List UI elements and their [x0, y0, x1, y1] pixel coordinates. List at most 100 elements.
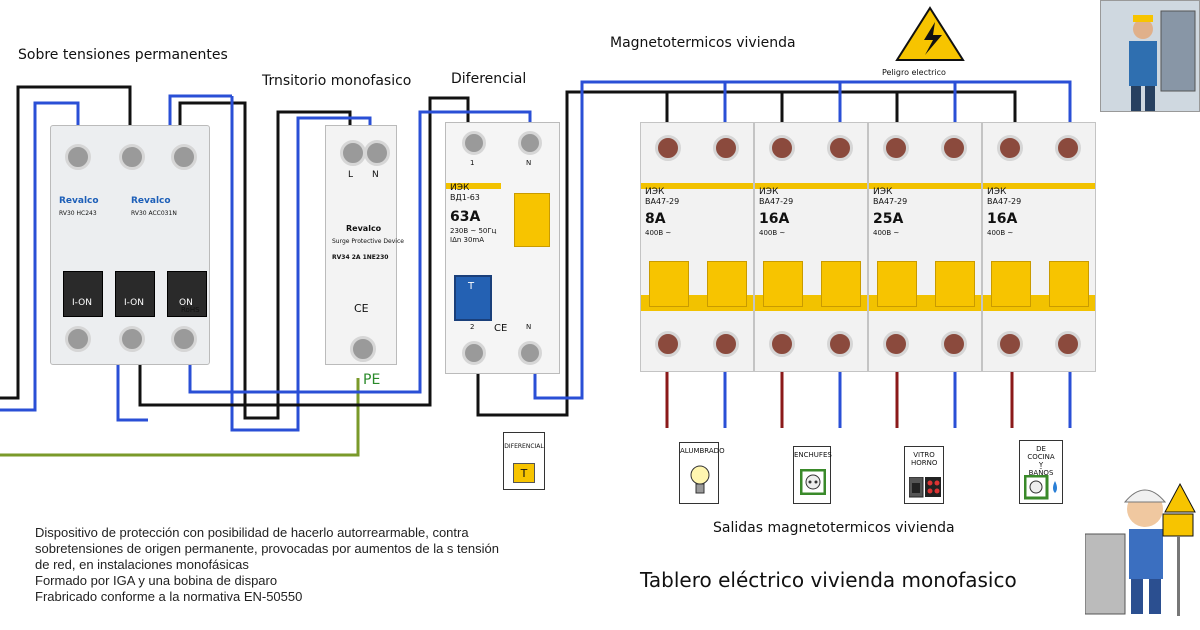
mcb-1-volt: 400В ~: [645, 229, 672, 237]
output-alumbrado: ALUMBRADO: [679, 442, 725, 504]
feed-phase-wire: [0, 85, 132, 400]
terminal: [518, 341, 542, 365]
note-line-2: sobretensiones de origen permanente, pro…: [35, 541, 499, 556]
terminal: [171, 326, 197, 352]
rcd-model: ВД1-63: [450, 193, 480, 202]
breaker-brand-2: Revalco: [131, 196, 171, 206]
note-line-3: de red, en instalaciones monofásicas: [35, 557, 249, 572]
socket-water-icon: [1024, 475, 1057, 500]
rcd-brand: ИЭК: [450, 183, 470, 193]
mcb-1-brand: ИЭК: [645, 187, 665, 197]
diagram-title: Tablero eléctrico vivienda monofasico: [640, 568, 1017, 592]
label-sobre-tensiones: Sobre tensiones permanentes: [18, 47, 228, 63]
terminal: [65, 326, 91, 352]
note-line-5: Frabricado conforme a la normativa EN-50…: [35, 589, 303, 604]
mcb-1-model: ВА47-29: [645, 197, 680, 206]
mcb-4-rating: 16A: [987, 211, 1018, 227]
mcb-2-brand: ИЭК: [759, 187, 779, 197]
terminal: [171, 144, 197, 170]
label-magnetotermicos: Magnetotermicos vivienda: [610, 35, 796, 51]
electrician-picture: [1100, 0, 1200, 112]
mcb-2-model: ВА47-29: [759, 197, 794, 206]
mcb-3-lever-b[interactable]: [935, 261, 975, 307]
breaker-brand-1: Revalco: [59, 196, 99, 206]
mcb-4-brand: ИЭК: [987, 187, 1007, 197]
diferencial-symbol-box: DIFERENCIAL T: [503, 432, 545, 490]
breaker-rcd-neutral-wire: [188, 110, 532, 394]
rcd-bus-neutral-wire: [533, 80, 1072, 400]
mcb-3-volt: 400В ~: [873, 229, 900, 237]
breaker-top-neutral-wire: [168, 94, 232, 128]
spd-ce: CE: [354, 302, 369, 315]
mcb-3: ИЭК ВА47-29 25A 400В ~: [868, 122, 982, 372]
rcd-bot2: N: [526, 323, 532, 331]
spd-sub: Surge Protective Device: [332, 238, 404, 245]
mcb-1-lever-b[interactable]: [707, 261, 747, 307]
label-peligro: Peligro electrico: [882, 68, 946, 77]
breaker-spd-neutral-wire: [230, 116, 372, 432]
breaker-lever-2[interactable]: I-ON: [115, 271, 155, 317]
output-neutral-wires: [723, 372, 1072, 428]
output-phase-wires: [665, 372, 1014, 428]
mcb-3-brand: ИЭК: [873, 187, 893, 197]
rcd-lever[interactable]: [514, 193, 550, 247]
rcd-top2: N: [526, 159, 532, 167]
diferencial-t-icon: T: [513, 463, 535, 483]
terminal: [462, 341, 486, 365]
differential-switch: 1 N ИЭК ВД1-63 63A 230В ~ 50Гц IΔn 30mA …: [445, 122, 560, 374]
mcb-2: ИЭК ВА47-29 16A 400В ~: [754, 122, 868, 372]
terminal: [119, 326, 145, 352]
spd-model: RV34 2A 1NE230: [332, 254, 389, 261]
mcb-3-rating: 25A: [873, 211, 904, 227]
mcb-4-lever-a[interactable]: [991, 261, 1031, 307]
electrician-cartoon-icon: [1085, 482, 1196, 616]
label-pe: PE: [363, 372, 381, 388]
electrician-icon: [1129, 10, 1196, 111]
spd-l: L: [348, 170, 354, 180]
socket-icon: [800, 469, 826, 495]
mcb-1-rating: 8A: [645, 211, 666, 227]
output-cocina-banos: DE COCINA Y BAÑOS: [1019, 440, 1063, 504]
mcb-1-lever-a[interactable]: [649, 261, 689, 307]
breaker-lever-3[interactable]: ON: [167, 271, 207, 317]
mcb-3-model: ВА47-29: [873, 197, 908, 206]
feed-neutral-wire: [0, 101, 80, 412]
label-diferencial: Diferencial: [451, 71, 527, 87]
output-enchufes: ENCHUFES: [793, 446, 832, 504]
rcd-top1: 1: [470, 159, 475, 167]
breaker-model-2: RV30 ACC031N: [131, 210, 177, 217]
terminal: [65, 144, 91, 170]
breaker-lever-1[interactable]: I-ON: [63, 271, 103, 317]
breaker-model-1: RV30 HC243: [59, 210, 97, 217]
mcb-4-model: ВА47-29: [987, 197, 1022, 206]
note-line-4: Formado por IGA y una bobina de disparo: [35, 573, 278, 588]
rcd-spec1: 230В ~ 50Гц: [450, 227, 497, 235]
spd-n: N: [372, 170, 379, 180]
note-line-1: Dispositivo de protección con posibilida…: [35, 525, 469, 540]
mcb-2-rating: 16A: [759, 211, 790, 227]
lightbulb-icon: [690, 465, 710, 494]
mcb-4-lever-b[interactable]: [1049, 261, 1089, 307]
label-transitorio: Trnsitorio monofasico: [262, 73, 412, 89]
surge-protector: L N Revalco Surge Protective Device RV34…: [325, 125, 404, 365]
terminal: [462, 131, 486, 155]
mcb-3-lever-a[interactable]: [877, 261, 917, 307]
description-note: Dispositivo de protección con posibilida…: [35, 525, 499, 605]
mcb-2-volt: 400В ~: [759, 229, 786, 237]
label-salidas: Salidas magnetotermicos vivienda: [713, 520, 955, 536]
mcb-2-lever-b[interactable]: [821, 261, 861, 307]
rcd-ce: CE: [494, 323, 508, 334]
mcb-2-lever-a[interactable]: [763, 261, 803, 307]
rcd-test-button[interactable]: T: [454, 275, 492, 321]
rcd-spec2: IΔn 30mA: [450, 236, 485, 244]
mcb-1: ИЭК ВА47-29 8A 400В ~: [640, 122, 754, 372]
earth-wire: [0, 378, 360, 457]
breaker-rcd-phase-wire: [138, 96, 470, 407]
terminal: [340, 140, 366, 166]
overvoltage-breaker: Revalco Revalco RV30 HC243 RV30 ACC031N …: [50, 125, 210, 365]
bus-neutral-drops: [723, 82, 957, 128]
breaker-spd-phase-wire: [178, 101, 352, 420]
oven-icon: [909, 477, 941, 498]
spd-brand: Revalco: [346, 224, 382, 233]
